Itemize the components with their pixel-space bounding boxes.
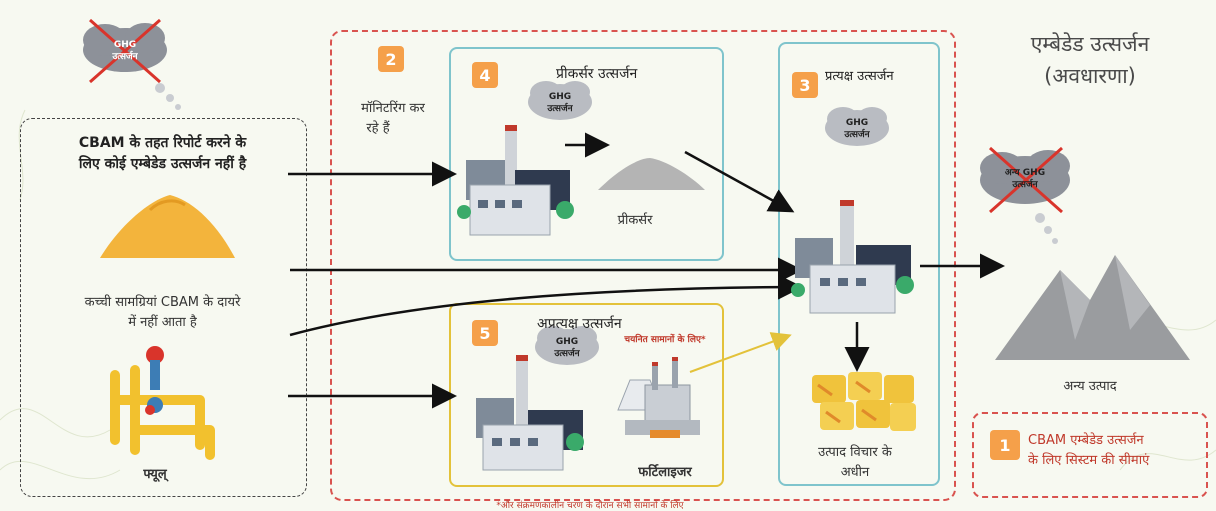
legend-box [972,412,1208,498]
other-cloud-line1: अन्य GHG [1004,168,1046,178]
direct-cloud-line1: GHG [845,118,869,128]
precursor-badge: 4 [472,62,498,88]
legend-line2: के लिए सिस्टम की सीमाएं [1028,453,1150,468]
top-cloud-line1: GHG [113,40,137,50]
fuel-pipes [110,346,215,460]
monitoring-line2: रहे हैं [366,121,390,136]
arrow-precursor-to-direct [684,150,795,213]
footnote: *और संक्रमणकालीन चरण के दौरान सभी सामानो… [496,501,684,511]
monitoring-line1: मॉनिटरिंग कर [361,101,425,116]
raw-materials-line1: कच्ची सामग्रियां CBAM के दायरे [84,295,241,310]
direct-badge: 3 [792,72,818,98]
raw-material-pile [100,195,235,258]
diagram-title-line2: (अवधारणा) [1044,64,1136,88]
factory-direct [791,200,914,314]
monitoring-badge: 2 [378,46,404,72]
goods-line1: उत्पाद विचार के [818,445,892,460]
indirect-cloud-line2: उत्सर्जन [554,349,580,359]
fertilizer-label: फर्टिलाइजर [638,465,692,480]
direct-cloud-line2: उत्सर्जन [844,130,870,140]
fertilizer-plant [617,357,700,438]
indirect-title: अप्रत्यक्ष उत्सर्जन [537,316,622,332]
left-heading-line2: लिए कोई एम्बेडेड उत्सर्जन नहीं है [78,156,247,172]
precursor-box [449,47,724,261]
other-cloud-line2: उत्सर्जन [1012,180,1038,190]
diagram-title-line1: एम्बेडेड उत्सर्जन [1030,32,1150,56]
raw-materials-line2: में नहीं आता है [128,315,197,330]
legend-badge: 1 [990,430,1020,460]
other-ghg-cloud-crossed [980,146,1070,244]
factory-indirect [476,355,584,471]
goods-bags [812,372,916,431]
goods-line2: अधीन [840,465,870,480]
precursor-title: प्रीकर्सर उत्सर्जन [556,66,638,82]
ghg-cloud-top-crossed [83,18,181,110]
arrow-raw-curve-to-direct [289,274,803,337]
legend-line1: CBAM एम्बेडेड उत्सर्जन [1028,433,1144,448]
precursor-pile [598,158,705,190]
top-cloud-line2: उत्सर्जन [112,52,138,62]
indirect-note: चयनित सामानों के लिए* [624,335,706,345]
ghg-cloud-precursor [528,81,592,120]
flow-arrows [288,132,1005,409]
indirect-badge: 5 [472,320,498,346]
left-panel [20,118,307,497]
left-heading-line1: CBAM के तहत रिपोर्ट करने के [78,135,247,151]
indirect-cloud-line1: GHG [555,337,579,347]
precursor-pile-label: प्रीकर्सर [617,213,653,228]
direct-title: प्रत्यक्ष उत्सर्जन [825,69,894,84]
ghg-cloud-direct [825,107,889,146]
factory-precursor [457,125,574,236]
fuel-label: फ्यूल् [143,467,167,482]
ghg-cloud-indirect [535,326,599,365]
arrow-fertilizer-to-direct [689,332,792,373]
precursor-cloud-line1: GHG [548,92,572,102]
other-product-label: अन्य उत्पाद [1063,379,1117,394]
precursor-cloud-line2: उत्सर्जन [547,104,573,114]
other-product-mountains [995,255,1190,360]
